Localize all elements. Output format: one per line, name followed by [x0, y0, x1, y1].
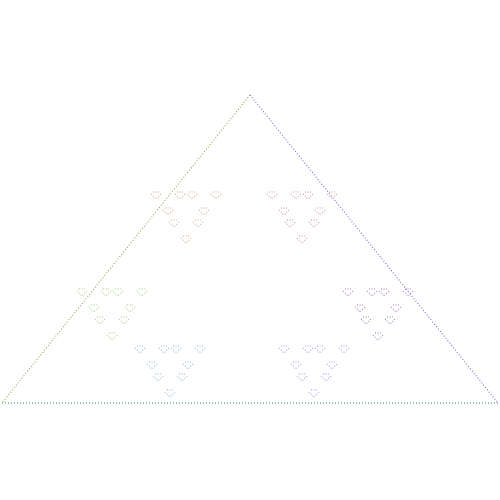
- fractal-mini-mark: [88, 304, 100, 313]
- fractal-mini-mark: [360, 316, 372, 325]
- fractal-mini-mark: [302, 191, 314, 200]
- fractal-mini-mark: [176, 373, 188, 382]
- fractal-mini-mark: [366, 288, 378, 297]
- fractal-mini-mark: [378, 288, 390, 297]
- fractal-mini-mark: [402, 288, 414, 297]
- fractal-clusters: [76, 191, 414, 398]
- fractal-mini-mark: [164, 389, 176, 398]
- fractal-mini-mark: [284, 219, 296, 228]
- fractal-mini-mark: [342, 288, 354, 297]
- fractal-mini-mark: [76, 288, 88, 297]
- fractal-mini-mark: [198, 207, 210, 216]
- fractal-mini-mark: [100, 288, 112, 297]
- fractal-mini-mark: [192, 219, 204, 228]
- fractal-mini-mark: [326, 191, 338, 200]
- fractal-mini-mark: [134, 345, 146, 354]
- fractal-mini-mark: [308, 389, 320, 398]
- fractal-mini-mark: [278, 207, 290, 216]
- fractal-mini-mark: [210, 191, 222, 200]
- fractal-mini-mark: [314, 345, 326, 354]
- fractal-mini-mark: [302, 345, 314, 354]
- fractal-mini-mark: [372, 332, 384, 341]
- fractal-mini-mark: [158, 345, 170, 354]
- fractal-mini-mark: [296, 373, 308, 382]
- fractal-mini-mark: [136, 288, 148, 297]
- fractal-mini-mark: [182, 361, 194, 370]
- fractal-mini-mark: [290, 361, 302, 370]
- fractal-mini-mark: [338, 345, 350, 354]
- fractal-mini-mark: [112, 288, 124, 297]
- fractal-mini-mark: [320, 373, 332, 382]
- fractal-mini-mark: [186, 191, 198, 200]
- fractal-mini-mark: [194, 345, 206, 354]
- fractal-mini-mark: [180, 235, 192, 244]
- fractal-mini-mark: [152, 373, 164, 382]
- fractal-mini-mark: [326, 361, 338, 370]
- fractal-mini-mark: [290, 191, 302, 200]
- fractal-mini-mark: [118, 316, 130, 325]
- fractal-mini-mark: [278, 345, 290, 354]
- fractal-mini-mark: [168, 219, 180, 228]
- fractal-mini-mark: [384, 316, 396, 325]
- fractal-mini-mark: [162, 207, 174, 216]
- fractal-mini-mark: [354, 304, 366, 313]
- fractal-mini-mark: [146, 361, 158, 370]
- fractal-mini-mark: [314, 207, 326, 216]
- fractal-mini-mark: [308, 219, 320, 228]
- fractal-mini-mark: [296, 235, 308, 244]
- fractal-mini-mark: [124, 304, 136, 313]
- outline-left-edge: [1, 94, 251, 404]
- outline-right-edge: [249, 94, 499, 404]
- fractal-mini-mark: [174, 191, 186, 200]
- fractal-mini-mark: [150, 191, 162, 200]
- fractal-mini-mark: [170, 345, 182, 354]
- fractal-mini-mark: [106, 332, 118, 341]
- fractal-mini-mark: [266, 191, 278, 200]
- triangle-outline: [1, 94, 499, 404]
- fractal-mini-mark: [390, 304, 402, 313]
- fractal-mini-mark: [94, 316, 106, 325]
